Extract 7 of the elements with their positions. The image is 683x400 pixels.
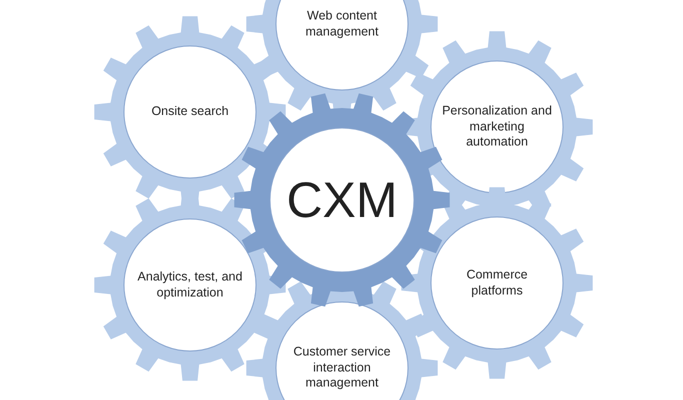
- gear-label: Personalization and marketing automation: [442, 104, 552, 150]
- gear-label: Web content management: [304, 8, 380, 40]
- gear-label: Commerce platforms: [465, 267, 529, 299]
- gear-label: Onsite search: [150, 104, 230, 120]
- gear-label: Customer service interaction management: [292, 344, 392, 392]
- gear-label: Analytics, test, and optimization: [136, 269, 244, 301]
- gear-label: CXM: [285, 170, 399, 230]
